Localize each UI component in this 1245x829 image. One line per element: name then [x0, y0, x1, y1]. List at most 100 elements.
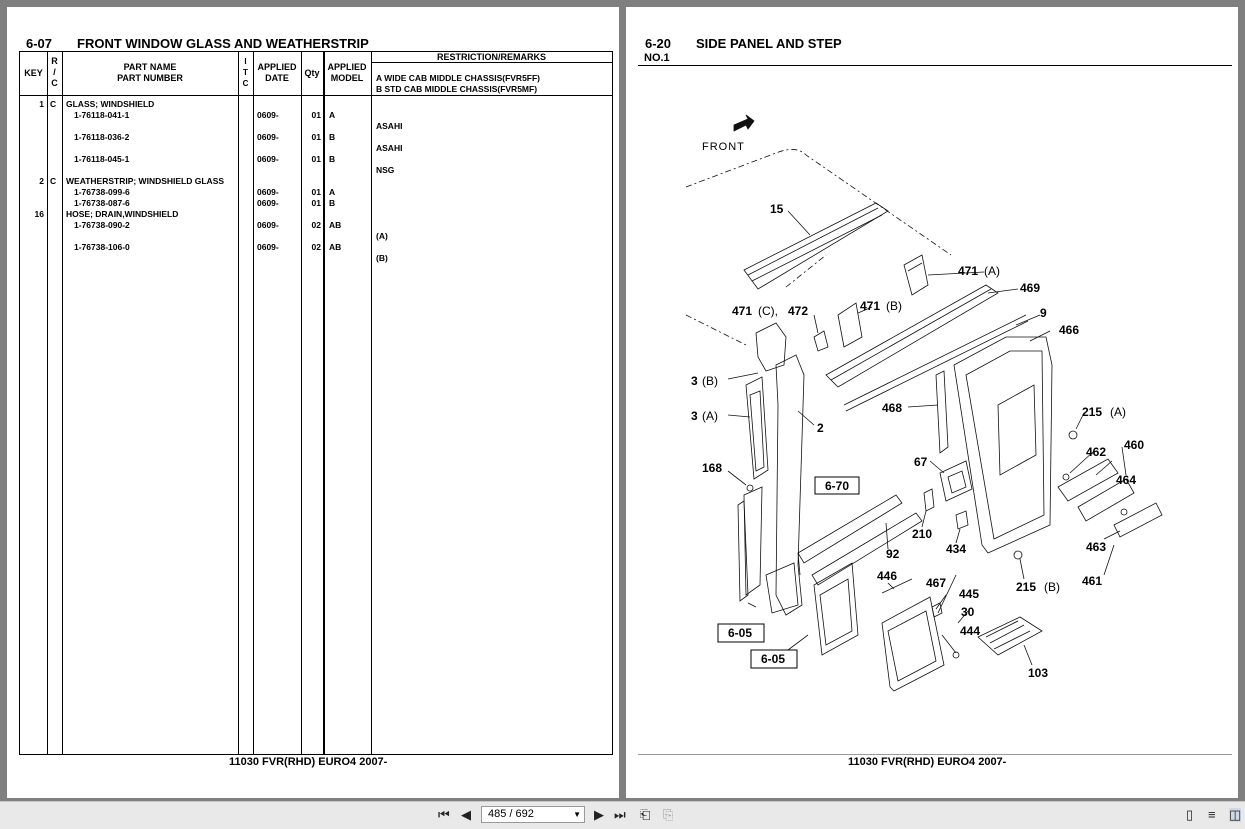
- callout-168: 168: [702, 461, 722, 475]
- cell-remark: (B): [376, 253, 388, 263]
- previous-page-icon[interactable]: ◀: [461, 807, 471, 822]
- header-rc: R/C: [51, 56, 58, 88]
- cell-rc: C: [50, 176, 57, 186]
- cell-qty: 01: [311, 187, 321, 197]
- facing-pages-view-icon[interactable]: ◫: [1229, 807, 1242, 822]
- cell-date: 0609-: [257, 154, 279, 164]
- cell-number: 1-76118-041-1: [74, 110, 130, 120]
- ref-box-6-05-lower: 6-05: [761, 652, 785, 666]
- ref-box-6-70: 6-70: [825, 479, 849, 493]
- single-page-view-icon[interactable]: ▯: [1186, 807, 1194, 822]
- cell-qty: 01: [311, 132, 321, 142]
- callout-3a-suffix: (A): [702, 409, 718, 423]
- cell-name: WEATHERSTRIP; WINDSHIELD GLASS: [66, 176, 225, 186]
- cell-date: 0609-: [257, 110, 279, 120]
- cell-key: 16: [34, 209, 44, 219]
- page-number-input[interactable]: 485 / 692 ▼: [481, 806, 585, 823]
- cell-qty: 01: [311, 154, 321, 164]
- cell-model: A: [329, 187, 336, 197]
- callout-471a-suffix: (A): [984, 264, 1000, 278]
- cell-date: 0609-: [257, 220, 279, 230]
- cell-qty: 02: [311, 242, 321, 252]
- callout-463: 463: [1086, 540, 1106, 554]
- callout-472: 472: [788, 304, 808, 318]
- section-number: 6-07: [26, 36, 53, 51]
- callout-445: 445: [959, 587, 979, 601]
- cell-number: 1-76738-099-6: [74, 187, 130, 197]
- exploded-diagram: FRONT 15 471 (A) 469 471 (B) 471 (C), 47…: [685, 114, 1163, 692]
- callout-2: 2: [817, 421, 824, 435]
- cell-number: 1-76118-045-1: [74, 154, 130, 164]
- front-label: FRONT: [702, 141, 745, 153]
- callout-462: 462: [1086, 445, 1106, 459]
- callout-3b-suffix: (B): [702, 374, 718, 388]
- callout-471b: 471: [860, 299, 880, 313]
- callout-215a-suffix: (A): [1110, 405, 1126, 419]
- cell-name: GLASS; WINDSHIELD: [66, 99, 155, 109]
- cell-number: 1-76738-090-2: [74, 220, 130, 230]
- cell-remark: NSG: [376, 165, 395, 175]
- header-key: KEY: [24, 68, 43, 78]
- cell-date: 0609-: [257, 242, 279, 252]
- cell-qty: 01: [311, 198, 321, 208]
- callout-444: 444: [960, 624, 980, 638]
- cell-model: B: [329, 154, 336, 164]
- callout-460: 460: [1124, 438, 1144, 452]
- cell-date: 0609-: [257, 132, 279, 142]
- callout-30: 30: [961, 605, 975, 619]
- back-view-icon[interactable]: ⎗: [640, 807, 651, 822]
- callout-3a: 3: [691, 409, 698, 423]
- callout-215b-suffix: (B): [1044, 580, 1060, 594]
- forward-view-icon[interactable]: ⎘: [663, 807, 674, 822]
- section-title: SIDE PANEL AND STEP: [696, 36, 842, 51]
- cell-key: 2: [39, 176, 44, 186]
- callout-467: 467: [926, 576, 946, 590]
- cell-number: 1-76118-036-2: [74, 132, 130, 142]
- callout-471c-suffix: (C),: [758, 304, 778, 318]
- cell-model: AB: [329, 220, 342, 230]
- cell-number: 1-76738-087-6: [74, 198, 130, 208]
- callout-446: 446: [877, 569, 897, 583]
- header-qty: Qty: [304, 68, 320, 78]
- callout-464: 464: [1116, 473, 1136, 487]
- callout-67: 67: [914, 455, 928, 469]
- cell-number: 1-76738-106-0: [74, 242, 130, 252]
- cell-remark: ASAHI: [376, 143, 403, 153]
- callout-469: 469: [1020, 281, 1040, 295]
- continuous-view-icon[interactable]: ≡: [1208, 807, 1216, 822]
- left-page: 6-07 FRONT WINDOW GLASS AND WEATHERSTRIP…: [7, 7, 619, 798]
- cell-model: B: [329, 198, 336, 208]
- first-page-icon[interactable]: ⏮: [438, 807, 450, 822]
- callout-9: 9: [1040, 306, 1047, 320]
- cell-remark: (A): [376, 231, 388, 241]
- cell-key: 1: [39, 99, 44, 109]
- ref-box-6-05-upper: 6-05: [728, 626, 752, 640]
- callout-434: 434: [946, 542, 966, 556]
- chevron-down-icon[interactable]: ▼: [573, 810, 581, 819]
- viewer-toolbar: ⏮ ◀ 485 / 692 ▼ ▶ ⏭ ⎗ ⎘ ▯ ≡ ◫: [0, 801, 1245, 829]
- last-page-icon[interactable]: ⏭: [614, 807, 626, 822]
- header-model-notes: A WIDE CAB MIDDLE CHASSIS(FVR5FF)B STD C…: [376, 73, 541, 94]
- cell-qty: 01: [311, 110, 321, 120]
- callout-466: 466: [1059, 323, 1079, 337]
- cell-model: AB: [329, 242, 342, 252]
- section-title: FRONT WINDOW GLASS AND WEATHERSTRIP: [77, 36, 369, 51]
- callout-15: 15: [770, 202, 784, 216]
- cell-date: 0609-: [257, 198, 279, 208]
- page-indicator: 485 / 692: [488, 808, 534, 820]
- cell-remark: ASAHI: [376, 121, 403, 131]
- callout-471a: 471: [958, 264, 978, 278]
- cell-model: A: [329, 110, 336, 120]
- sub-number: NO.1: [644, 52, 670, 64]
- right-page: 6-20 SIDE PANEL AND STEP NO.1: [626, 7, 1238, 798]
- callout-3b: 3: [691, 374, 698, 388]
- cell-name: HOSE; DRAIN,WINDSHIELD: [66, 209, 179, 219]
- cell-qty: 02: [311, 220, 321, 230]
- next-page-icon[interactable]: ▶: [594, 807, 604, 822]
- cell-model: B: [329, 132, 336, 142]
- section-number: 6-20: [645, 36, 672, 51]
